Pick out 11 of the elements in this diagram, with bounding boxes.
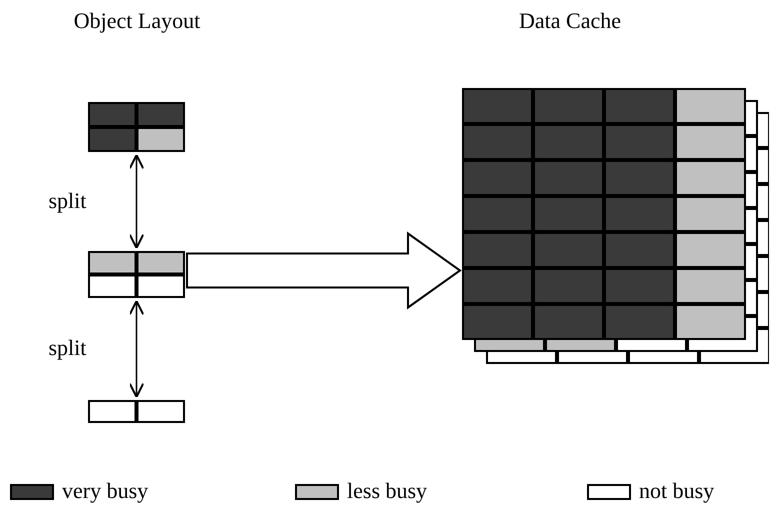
layout-block [88,251,185,298]
layout-block [88,102,185,152]
legend-label: very busy [62,478,148,504]
block-arrow [186,232,462,310]
legend-label: not busy [639,478,714,504]
double-arrow [128,154,144,250]
section-heading: Object Layout [74,8,200,34]
legend-label: less busy [347,478,428,504]
double-arrow [128,300,144,398]
layout-block [88,400,185,423]
section-heading: Data Cache [519,8,621,34]
